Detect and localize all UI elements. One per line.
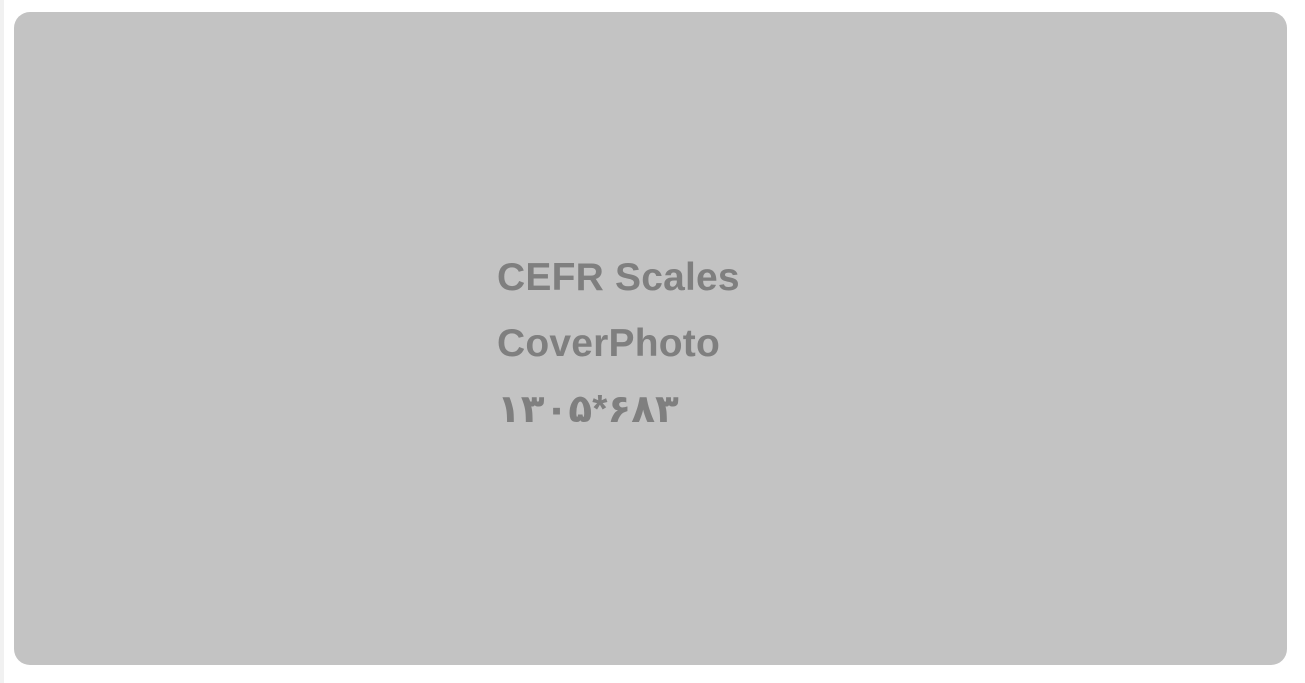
cover-title: CEFR Scales	[497, 256, 740, 299]
left-edge-strip	[0, 0, 4, 683]
cover-subtitle: CoverPhoto	[497, 322, 721, 365]
cover-text-block: CEFR Scales CoverPhoto ۱۳۰۵*۶۸۳	[497, 256, 740, 432]
cover-dimensions: ۱۳۰۵*۶۸۳	[497, 388, 679, 431]
cover-photo-placeholder: CEFR Scales CoverPhoto ۱۳۰۵*۶۸۳	[14, 12, 1287, 665]
